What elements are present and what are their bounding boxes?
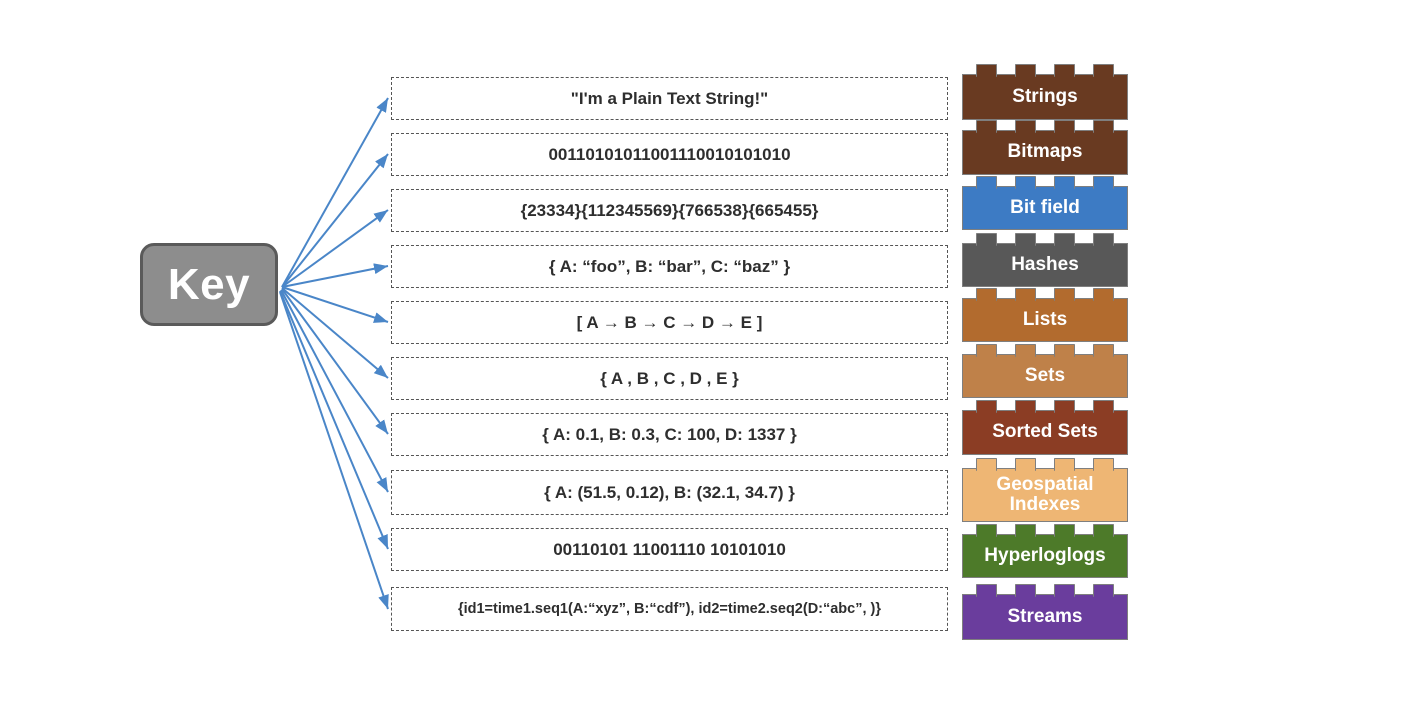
brick-stud — [1054, 458, 1075, 471]
arrow-line-streams — [279, 291, 389, 610]
value-text-strings: "I'm a Plain Text String!" — [570, 88, 769, 108]
arrow-line-hyperloglogs — [279, 290, 389, 550]
brick-stud — [976, 176, 997, 189]
brick-label-hashes: Hashes — [1011, 253, 1079, 275]
value-text-geospatial: { A: (51.5, 0.12), B: (32.1, 34.7) } — [544, 482, 795, 502]
brick-bitmaps: Bitmaps — [962, 120, 1128, 175]
key-box: Key — [140, 243, 278, 326]
brick-label-lists: Lists — [1022, 308, 1068, 330]
brick-stud — [976, 288, 997, 301]
brick-stud — [1015, 344, 1036, 357]
brick-strings: Strings — [962, 64, 1128, 120]
brick-bitfield: Bit field — [962, 176, 1128, 230]
value-text-lists: [ A → B → C → D → E ] — [576, 312, 763, 332]
brick-label-bitmaps: Bitmaps — [1007, 141, 1083, 163]
brick-stud — [1015, 120, 1036, 133]
value-box-streams: {id1=time1.seq1(A:“xyz”, B:“cdf”), id2=t… — [391, 587, 948, 631]
brick-geospatial: Geospatial Indexes — [962, 458, 1128, 522]
brick-stud — [1093, 120, 1114, 133]
brick-hashes: Hashes — [962, 233, 1128, 287]
brick-stud — [976, 64, 997, 77]
brick-stud — [1054, 344, 1075, 357]
value-box-sortedsets: { A: 0.1, B: 0.3, C: 100, D: 1337 } — [391, 413, 948, 456]
brick-label-bitfield: Bit field — [1010, 196, 1080, 218]
brick-lists: Lists — [962, 288, 1128, 342]
arrow-line-sets — [281, 287, 389, 379]
brick-stud — [976, 524, 997, 537]
arrow-line-geospatial — [280, 289, 389, 493]
brick-stud — [1054, 176, 1075, 189]
brick-stud — [1093, 400, 1114, 413]
value-text-hyperloglogs: 00110101 11001110 10101010 — [553, 539, 786, 559]
brick-stud — [1054, 233, 1075, 246]
brick-stud — [1015, 64, 1036, 77]
value-box-sets: { A , B , C , D , E } — [391, 357, 948, 400]
brick-stud — [976, 400, 997, 413]
brick-stud — [1093, 524, 1114, 537]
brick-stud — [976, 584, 997, 597]
brick-label-streams: Streams — [1007, 605, 1083, 627]
brick-stud — [976, 120, 997, 133]
value-box-bitfield: {23334}{112345569}{766538}{665455} — [391, 189, 948, 232]
brick-stud — [1015, 233, 1036, 246]
brick-stud — [1093, 64, 1114, 77]
brick-stud — [1054, 288, 1075, 301]
brick-label-geospatial: Geospatial Indexes — [996, 473, 1094, 515]
arrow-line-lists — [281, 286, 389, 323]
brick-stud — [1015, 400, 1036, 413]
value-box-lists: [ A → B → C → D → E ] — [391, 301, 948, 344]
value-text-sortedsets: { A: 0.1, B: 0.3, C: 100, D: 1337 } — [542, 424, 797, 444]
brick-stud — [1054, 524, 1075, 537]
brick-stud — [976, 458, 997, 471]
brick-hyperloglogs: Hyperloglogs — [962, 524, 1128, 578]
brick-sets: Sets — [962, 344, 1128, 398]
brick-stud — [976, 344, 997, 357]
value-text-streams: {id1=time1.seq1(A:“xyz”, B:“cdf”), id2=t… — [457, 601, 882, 617]
value-text-sets: { A , B , C , D , E } — [600, 368, 739, 388]
brick-stud — [1054, 400, 1075, 413]
value-box-hyperloglogs: 00110101 11001110 10101010 — [391, 528, 948, 571]
brick-stud — [1054, 120, 1075, 133]
value-box-bitmaps: 00110101011001110010101010 — [391, 133, 948, 176]
brick-label-sortedsets: Sorted Sets — [992, 421, 1098, 443]
brick-label-strings: Strings — [1012, 85, 1078, 107]
brick-stud — [1093, 584, 1114, 597]
arrow-line-strings — [281, 97, 389, 288]
arrow-line-bitfield — [281, 209, 389, 288]
value-box-geospatial: { A: (51.5, 0.12), B: (32.1, 34.7) } — [391, 470, 948, 515]
value-text-hashes: { A: “foo”, B: “bar”, C: “baz” } — [548, 256, 791, 276]
brick-stud — [976, 233, 997, 246]
value-box-hashes: { A: “foo”, B: “bar”, C: “baz” } — [391, 245, 948, 288]
value-text-bitmaps: 00110101011001110010101010 — [548, 144, 791, 164]
brick-stud — [1093, 233, 1114, 246]
brick-stud — [1093, 344, 1114, 357]
arrow-line-hashes — [281, 263, 389, 288]
brick-stud — [1093, 288, 1114, 301]
brick-stud — [1054, 584, 1075, 597]
brick-streams: Streams — [962, 584, 1128, 640]
arrow-line-bitmaps — [281, 153, 389, 288]
brick-stud — [1054, 64, 1075, 77]
brick-stud — [1093, 176, 1114, 189]
brick-stud — [1015, 176, 1036, 189]
brick-stud — [1015, 458, 1036, 471]
value-box-strings: "I'm a Plain Text String!" — [391, 77, 948, 120]
brick-stud — [1015, 288, 1036, 301]
brick-stud — [1015, 524, 1036, 537]
brick-label-hyperloglogs: Hyperloglogs — [984, 544, 1106, 566]
value-text-bitfield: {23334}{112345569}{766538}{665455} — [520, 200, 819, 220]
brick-stud — [1093, 458, 1114, 471]
brick-label-sets: Sets — [1024, 364, 1066, 386]
brick-stud — [1015, 584, 1036, 597]
arrow-line-sortedsets — [281, 288, 389, 435]
brick-sortedsets: Sorted Sets — [962, 400, 1128, 455]
key-label: Key — [167, 259, 251, 309]
